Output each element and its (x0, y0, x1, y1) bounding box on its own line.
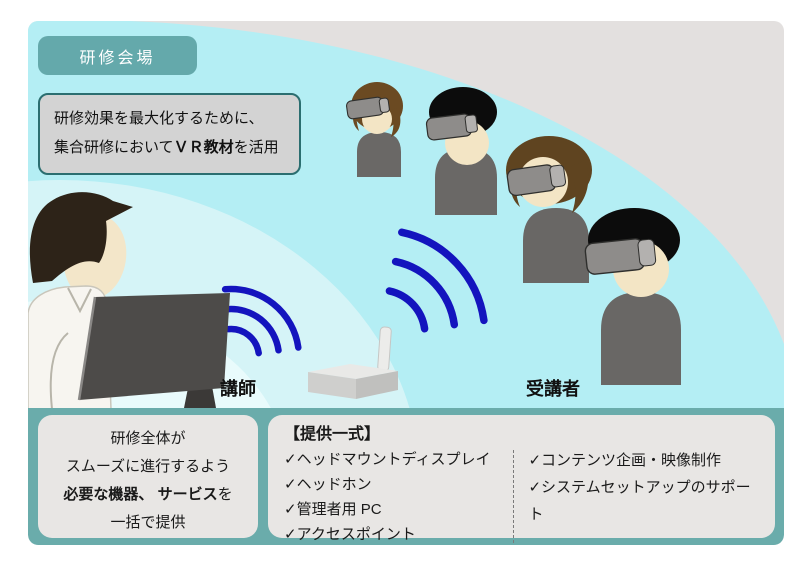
vr-headset-icon-4 (584, 238, 657, 275)
summary-line2: スムーズに進行するよう (65, 458, 231, 475)
callout-line2-bold: ＶＲ教材 (173, 139, 234, 156)
summary-line1: 研修全体が (110, 430, 186, 447)
student-3-body (523, 208, 589, 283)
kit-list-right: ✓コンテンツ企画・映像制作 ✓システムセットアップのサポート (514, 447, 765, 545)
summary-line4: 一括で提供 (110, 514, 186, 531)
callout-line2-post: を活用 (233, 139, 279, 156)
kit-box: 【提供一式】 ✓ヘッドマウントディスプレイ ✓ヘッドホン ✓管理者用 PC ✓ア… (268, 415, 775, 543)
router-antenna (377, 326, 392, 372)
router-icon (308, 326, 398, 399)
student-3-hair-lock-right (568, 160, 589, 213)
student-1-body (357, 132, 401, 177)
monitor-edge (77, 296, 97, 401)
instructor-label: 講師 (220, 379, 256, 399)
router-front (308, 372, 356, 399)
kit-divider (513, 450, 515, 543)
kit-item: ✓管理者用 PC (284, 501, 382, 518)
wifi-signal-icon-left (221, 285, 302, 357)
kit-heading: 【提供一式】 (284, 426, 381, 443)
callout-line1: 研修効果を最大化するために、 (54, 110, 264, 127)
summary-line3-post: を (217, 486, 233, 503)
scene-graphic (28, 21, 784, 408)
instructor-shirt-collar (67, 287, 92, 314)
kit-columns: ✓ヘッドマウントディスプレイ ✓ヘッドホン ✓管理者用 PC ✓アクセスポイント… (284, 447, 765, 545)
vr-headset-icon-3 (506, 164, 567, 197)
student-figure-1 (346, 82, 403, 177)
kit-item: ✓ヘッドマウントディスプレイ (284, 451, 491, 468)
kit-item: ✓アクセスポイント (284, 526, 416, 543)
monitor-stand (184, 386, 216, 408)
wifi-signal-icon-right (385, 228, 488, 333)
monitor-icon (77, 293, 230, 408)
kit-item: ✓コンテンツ企画・映像制作 (528, 452, 722, 469)
students-label: 受講者 (526, 379, 580, 399)
offer-band: 研修全体が スムーズに進行するよう 必要な機器、 サービスを 一括で提供 【提供… (28, 408, 784, 545)
instructor-hair (29, 192, 133, 283)
kit-list-left: ✓ヘッドマウントディスプレイ ✓ヘッドホン ✓管理者用 PC ✓アクセスポイント (284, 447, 513, 545)
figure-canvas: 研修会場 研修効果を最大化するために、 集合研修においてＶＲ教材を活用 講師 受… (28, 21, 784, 545)
summary-line3-bold: 必要な機器、 サービス (63, 486, 218, 503)
instructor-shirt-arm (49, 332, 69, 408)
callout-box: 研修効果を最大化するために、 集合研修においてＶＲ教材を活用 (38, 93, 301, 175)
student-figure-4 (584, 208, 681, 385)
vr-headset-icon-1 (346, 96, 390, 120)
student-2-body (435, 148, 497, 215)
venue-badge: 研修会場 (38, 36, 197, 75)
instructor-figure (28, 192, 230, 408)
student-1-hair-lock-right (389, 108, 401, 137)
student-figure-2 (425, 87, 497, 215)
vr-headset-icon-2 (425, 113, 478, 141)
kit-item: ✓ヘッドホン (284, 476, 372, 493)
router-side (356, 371, 398, 399)
student-figure-3 (506, 136, 592, 283)
router-top (308, 364, 398, 379)
training-room-scene: 研修会場 研修効果を最大化するために、 集合研修においてＶＲ教材を活用 講師 受… (28, 21, 784, 408)
student-4-body (601, 292, 681, 385)
kit-item: ✓システムセットアップのサポート (528, 479, 751, 523)
callout-line2-pre: 集合研修において (54, 139, 174, 156)
monitor-screen (79, 293, 230, 400)
summary-box: 研修全体が スムーズに進行するよう 必要な機器、 サービスを 一括で提供 (38, 415, 258, 538)
